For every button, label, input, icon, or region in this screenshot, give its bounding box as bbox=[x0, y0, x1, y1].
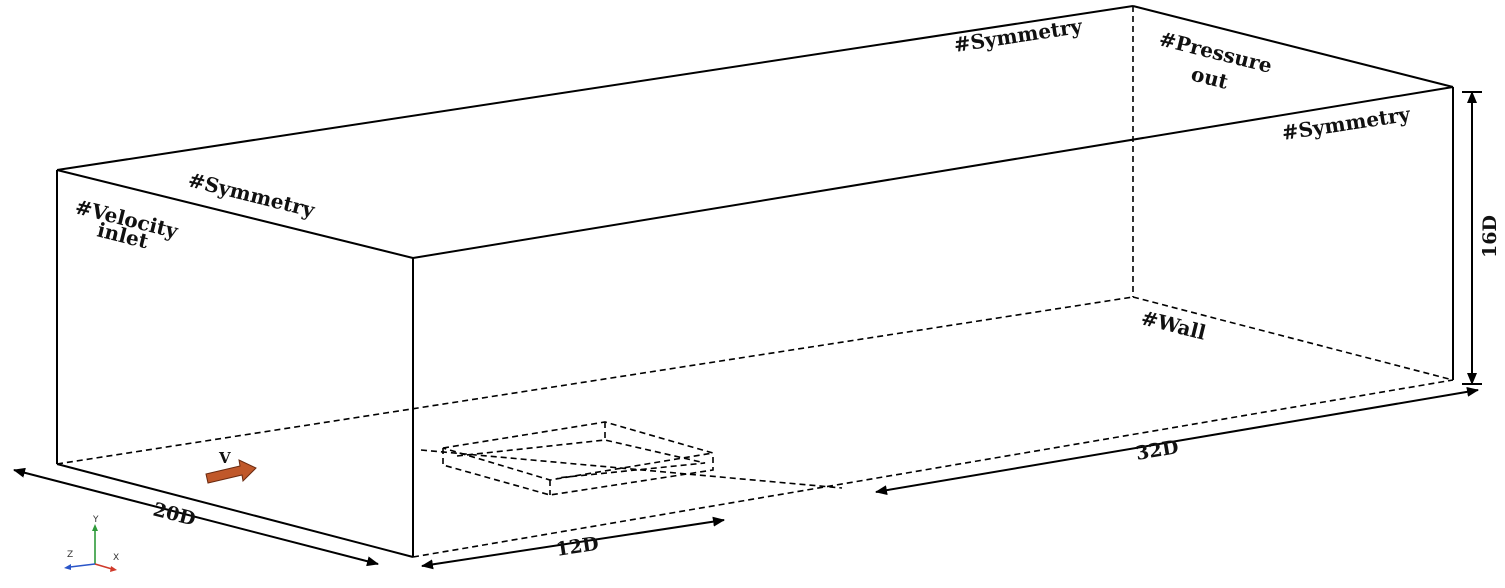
domain-box-hidden-edges bbox=[56, 6, 1454, 558]
dim-line-width bbox=[13, 467, 379, 567]
obstacle-top-face bbox=[442, 421, 714, 481]
axis-y-label: Y bbox=[92, 515, 99, 525]
label-symmetry-left: #Symmetry bbox=[186, 168, 319, 223]
axis-z-arrowhead-icon bbox=[64, 564, 71, 570]
label-dim-length: 32D bbox=[1134, 436, 1180, 465]
extension-line-hidden bbox=[420, 449, 843, 489]
edge-bottom-left bbox=[56, 463, 414, 558]
dimension-lines bbox=[13, 91, 1482, 570]
obstacle-side-faces bbox=[442, 448, 714, 496]
axis-x-label: X bbox=[113, 553, 119, 563]
label-velocity: V bbox=[218, 449, 231, 467]
edge-top-front bbox=[412, 86, 1454, 259]
obstacle-block bbox=[442, 421, 714, 496]
dim-line-length bbox=[875, 386, 1479, 496]
label-dim-height: 16D bbox=[1479, 215, 1501, 258]
velocity-arrow-icon bbox=[205, 459, 257, 484]
axis-x-arrowhead-icon bbox=[110, 566, 117, 572]
dim-line-upstream bbox=[421, 516, 725, 570]
axis-y-arrowhead-icon bbox=[92, 524, 98, 531]
obstacle-inner-outline bbox=[456, 439, 706, 479]
edge-bottom-right-hidden bbox=[1132, 296, 1454, 381]
label-dim-width: 20D bbox=[151, 499, 198, 531]
label-symmetry-right: #Symmetry bbox=[1280, 102, 1413, 145]
label-wall: #Wall bbox=[1139, 306, 1209, 345]
velocity-arrow bbox=[205, 459, 257, 484]
axis-x-line bbox=[94, 563, 113, 570]
label-dim-upstream: 12D bbox=[554, 533, 600, 561]
label-symmetry-top: #Symmetry bbox=[952, 14, 1085, 57]
axis-z-label: Z bbox=[67, 550, 73, 560]
edge-top-right bbox=[1132, 5, 1454, 88]
axis-z-line bbox=[69, 563, 96, 568]
edge-bottom-back-hidden bbox=[56, 296, 1134, 465]
edge-top-left bbox=[56, 169, 414, 259]
edge-bottom-front-hidden bbox=[412, 379, 1454, 558]
axis-triad: Y X Z bbox=[64, 515, 119, 572]
domain-box-visible-edges bbox=[56, 5, 1454, 558]
edge-top-back bbox=[56, 5, 1134, 171]
